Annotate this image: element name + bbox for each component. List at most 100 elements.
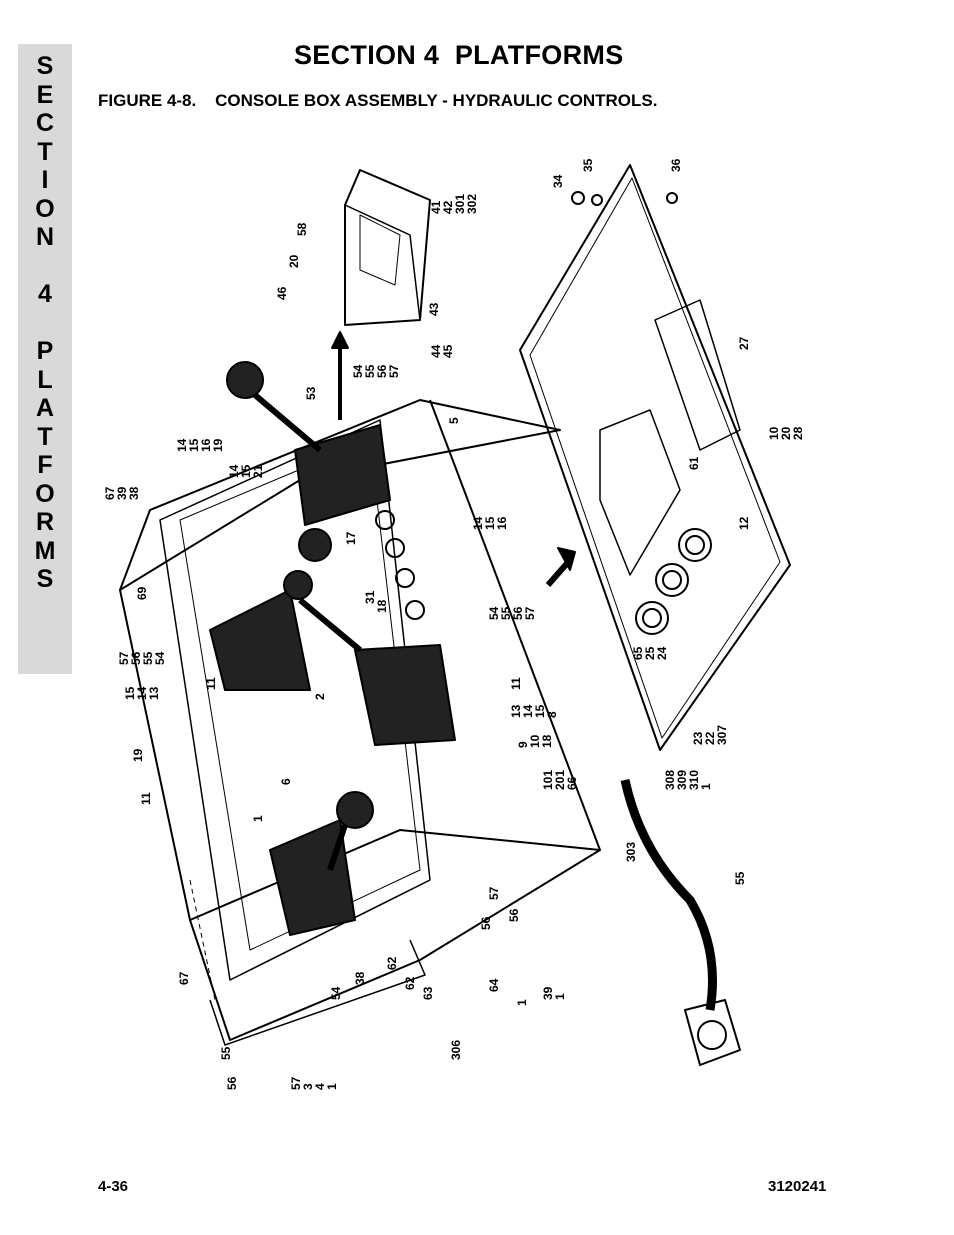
joystick-bellows-3 bbox=[354, 644, 456, 746]
callout-number: 23 bbox=[691, 731, 705, 745]
callout-number: 1 bbox=[699, 783, 713, 790]
callout-number: 57 bbox=[487, 886, 501, 900]
callout-number: 10 bbox=[528, 734, 542, 748]
callout-number: 15 bbox=[533, 704, 547, 718]
control-box bbox=[344, 169, 431, 326]
section-tab-letter: N bbox=[35, 223, 55, 251]
callout-number: 56 bbox=[511, 606, 525, 620]
section-tab-letter: E bbox=[36, 80, 54, 109]
callout-number: 55 bbox=[363, 364, 377, 378]
callout-number: 13 bbox=[509, 704, 523, 718]
callout-number: 58 bbox=[295, 222, 309, 236]
callout-number: 22 bbox=[703, 731, 717, 745]
callout-number: 14 bbox=[175, 438, 189, 452]
callout-number: 65 bbox=[631, 646, 645, 660]
callout-number: 308 bbox=[663, 770, 677, 790]
callout-number: 27 bbox=[737, 336, 751, 350]
callout-number: 46 bbox=[275, 286, 289, 300]
callout-number: 64 bbox=[487, 978, 501, 992]
callout-number: 57 bbox=[117, 651, 131, 665]
callout-number: 67 bbox=[177, 971, 191, 985]
callout-number: 54 bbox=[329, 986, 343, 1000]
callout-number: 310 bbox=[687, 770, 701, 790]
callout-number: 34 bbox=[551, 174, 565, 188]
console-box-body bbox=[119, 399, 561, 591]
section-tab-letter: R bbox=[35, 508, 55, 536]
section-tab-letter: T bbox=[37, 137, 53, 166]
callout-number: 20 bbox=[779, 426, 793, 440]
callout-number: 19 bbox=[211, 438, 225, 452]
callout-number: 18 bbox=[375, 599, 389, 613]
callout-number: 11 bbox=[139, 792, 153, 805]
callout-number: 307 bbox=[715, 725, 729, 745]
callout-number: 11 bbox=[204, 677, 218, 690]
callout-number: 3 bbox=[301, 1083, 315, 1090]
section-tab-letter: I bbox=[41, 166, 49, 194]
callout-number: 302 bbox=[465, 194, 479, 214]
callout-number: 38 bbox=[353, 971, 367, 985]
callout-number: 309 bbox=[675, 770, 689, 790]
callout-number: 55 bbox=[141, 651, 155, 665]
callout-number: 57 bbox=[289, 1076, 303, 1090]
callout-number: 201 bbox=[553, 770, 567, 790]
page-number: 4-36 bbox=[98, 1178, 129, 1195]
callout-number: 55 bbox=[219, 1046, 233, 1060]
callout-number: 53 bbox=[304, 386, 318, 400]
section-tab-letter: O bbox=[35, 194, 55, 223]
cover-plate bbox=[519, 164, 791, 751]
section-tab-letter: 4 bbox=[38, 280, 52, 308]
callout-number: 28 bbox=[791, 426, 805, 440]
callout-number: 14 bbox=[135, 686, 149, 700]
section-tab-letter: A bbox=[35, 394, 55, 422]
power-cable bbox=[620, 779, 717, 1011]
callout-number: 14 bbox=[471, 516, 485, 530]
callout-number: 19 bbox=[131, 748, 145, 762]
callout-number: 15 bbox=[483, 516, 497, 530]
joystick-bellows-2 bbox=[209, 589, 311, 691]
section-tab-letter: P bbox=[36, 337, 54, 365]
callout-number: 61 bbox=[687, 456, 701, 470]
callout-number: 12 bbox=[737, 516, 751, 530]
callout-number: 57 bbox=[523, 606, 537, 620]
callout-number: 56 bbox=[479, 916, 493, 930]
callout-number: 39 bbox=[541, 986, 555, 1000]
callout-number: 15 bbox=[187, 438, 201, 452]
callout-number: 6 bbox=[279, 778, 293, 785]
section-tab-letter: S bbox=[36, 52, 54, 80]
callout-number: 56 bbox=[507, 908, 521, 922]
callout-number: 303 bbox=[624, 842, 638, 862]
callout-number: 56 bbox=[375, 364, 389, 378]
section-tab-letter: O bbox=[35, 479, 55, 508]
callout-number: 69 bbox=[135, 586, 149, 600]
section-tab-letter: F bbox=[37, 451, 53, 479]
callout-number: 24 bbox=[655, 646, 669, 660]
callout-number: 8 bbox=[545, 711, 559, 718]
callout-number: 2 bbox=[313, 693, 327, 700]
callout-number: 63 bbox=[421, 986, 435, 1000]
power-plug bbox=[684, 999, 741, 1066]
callout-number: 31 bbox=[363, 590, 377, 604]
callout-number: 1 bbox=[553, 993, 567, 1000]
callout-number: 56 bbox=[225, 1076, 239, 1090]
callout-number: 38 bbox=[127, 486, 141, 500]
callout-number: 101 bbox=[541, 770, 555, 790]
callout-number: 54 bbox=[153, 651, 167, 665]
callout-number: 54 bbox=[487, 606, 501, 620]
callout-number: 9 bbox=[516, 741, 530, 748]
callout-number: 10 bbox=[767, 426, 781, 440]
joystick-bellows-4 bbox=[269, 819, 356, 936]
section-tab-letter: C bbox=[35, 109, 55, 137]
callout-number: 39 bbox=[115, 486, 129, 500]
callout-number: 15 bbox=[123, 686, 137, 700]
callout-number: 62 bbox=[403, 976, 417, 990]
callout-number: 21 bbox=[251, 464, 265, 478]
callout-number: 67 bbox=[103, 486, 117, 500]
callout-number: 14 bbox=[521, 704, 535, 718]
callout-number: 4 bbox=[313, 1083, 327, 1090]
section-tab-letter: S bbox=[36, 565, 54, 593]
section-tab-letter: L bbox=[37, 365, 53, 394]
callout-number: 5 bbox=[447, 417, 461, 424]
